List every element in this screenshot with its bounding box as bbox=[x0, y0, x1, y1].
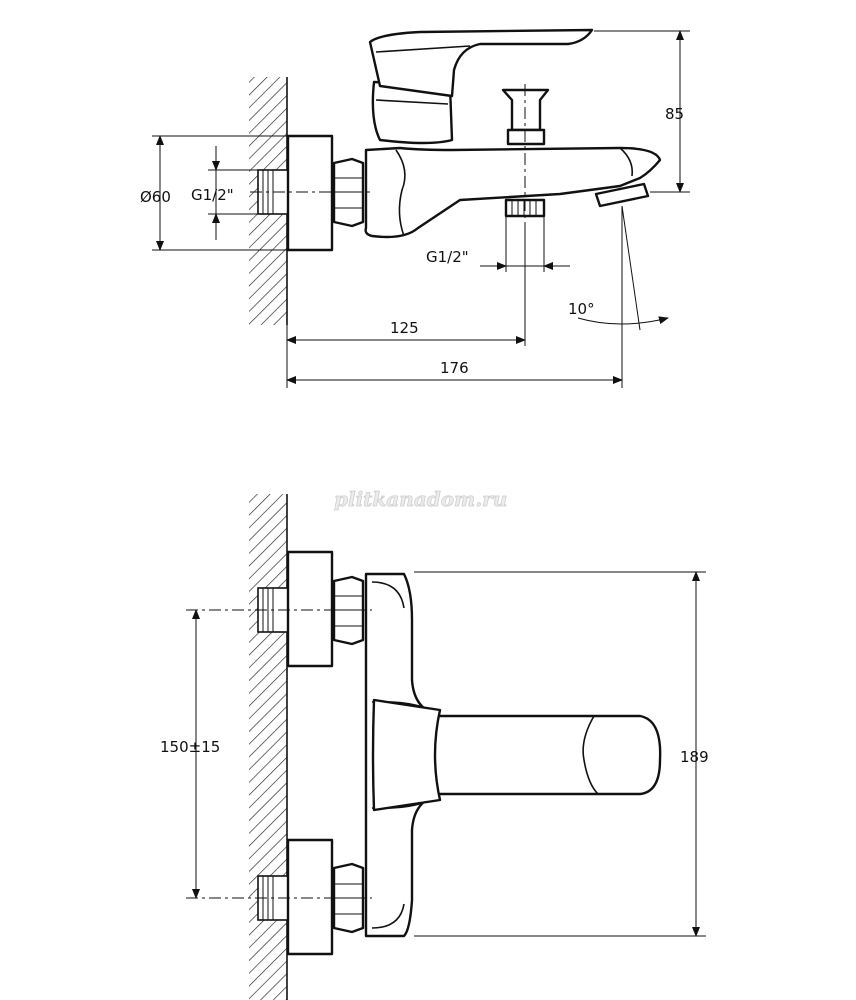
label-85: 85 bbox=[665, 105, 684, 123]
flange-lower bbox=[286, 838, 334, 956]
wall-front-view bbox=[249, 494, 289, 1000]
dim-outlet-height: 85 bbox=[594, 30, 690, 193]
watermark: plitkanadom.ru bbox=[334, 487, 507, 511]
dim-total-depth: 176 bbox=[286, 206, 623, 388]
label-10deg: 10° bbox=[568, 300, 595, 318]
side-view: 85 Ø60 G1/2" G1/2" bbox=[140, 28, 690, 388]
label-g12-outlet: G1/2" bbox=[426, 248, 469, 266]
label-150: 150±15 bbox=[160, 738, 220, 756]
faucet-body-side bbox=[364, 28, 662, 239]
faucet-body-front bbox=[364, 572, 662, 938]
dim-total-width: 189 bbox=[414, 571, 709, 937]
dim-outlet-thread: G1/2" bbox=[426, 216, 570, 272]
front-view: 150±15 189 bbox=[160, 494, 709, 1000]
label-176: 176 bbox=[440, 359, 469, 377]
dim-wall-thread: G1/2" bbox=[191, 146, 258, 240]
label-189: 189 bbox=[680, 748, 709, 766]
label-g12-wall: G1/2" bbox=[191, 186, 234, 204]
label-d60: Ø60 bbox=[140, 188, 171, 206]
dim-inlet-spacing: 150±15 bbox=[160, 609, 220, 899]
label-125: 125 bbox=[390, 319, 419, 337]
dim-to-outlet: 125 bbox=[286, 228, 526, 388]
dim-flange-diameter: Ø60 bbox=[140, 135, 290, 251]
wall-side-view bbox=[249, 77, 289, 325]
flange-side bbox=[286, 134, 334, 252]
flange-upper bbox=[286, 550, 334, 668]
dim-spout-angle: 10° bbox=[568, 205, 669, 331]
